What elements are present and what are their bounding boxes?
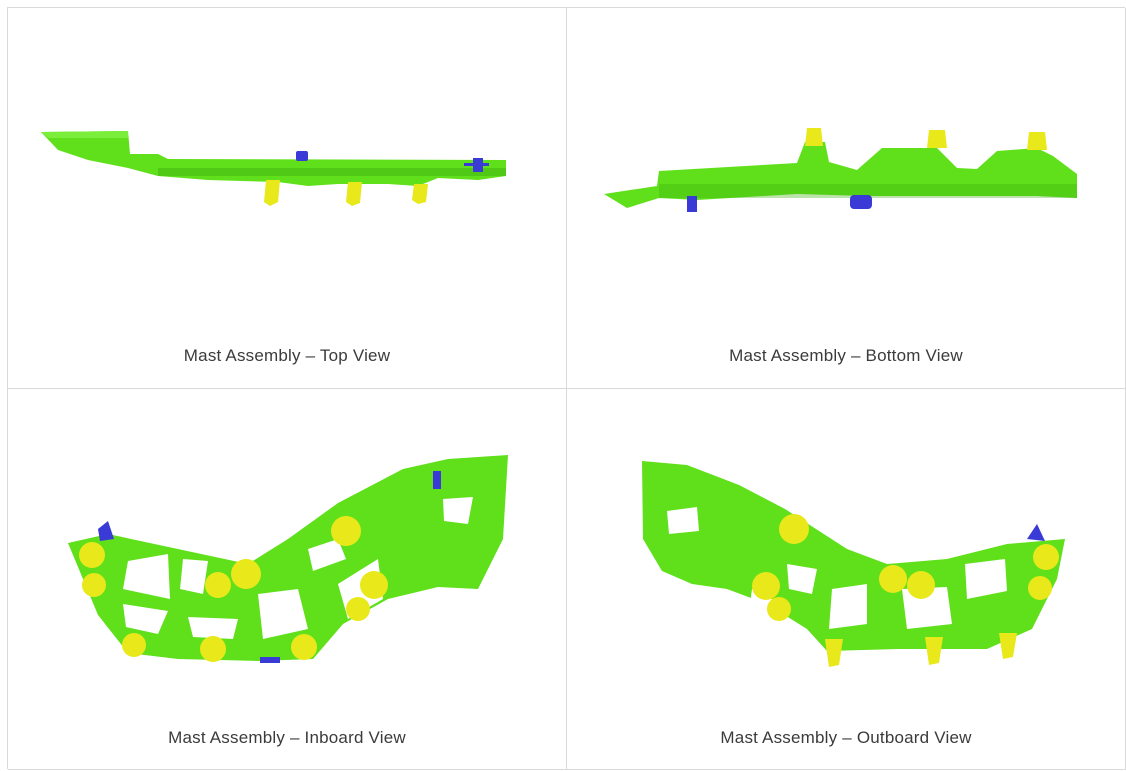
mast-inboard-view-image [68, 455, 508, 663]
image-gallery: Mast Assembly – Top View Mast Assembly –… [7, 7, 1126, 770]
mast-outboard-view-image [642, 461, 1065, 667]
mast-bottom-view-image [604, 128, 1077, 212]
gallery-item-outboard-view[interactable]: Mast Assembly – Outboard View [567, 389, 1126, 770]
caption-top-view: Mast Assembly – Top View [183, 346, 391, 365]
caption-outboard-view: Mast Assembly – Outboard View [720, 728, 972, 747]
mast-top-view-image [41, 131, 506, 206]
gallery-item-bottom-view[interactable]: Mast Assembly – Bottom View [567, 8, 1126, 389]
gallery-item-top-view[interactable]: Mast Assembly – Top View [8, 8, 567, 389]
caption-bottom-view: Mast Assembly – Bottom View [729, 346, 963, 365]
caption-inboard-view: Mast Assembly – Inboard View [168, 728, 406, 747]
gallery-item-inboard-view[interactable]: Mast Assembly – Inboard View [8, 389, 567, 770]
